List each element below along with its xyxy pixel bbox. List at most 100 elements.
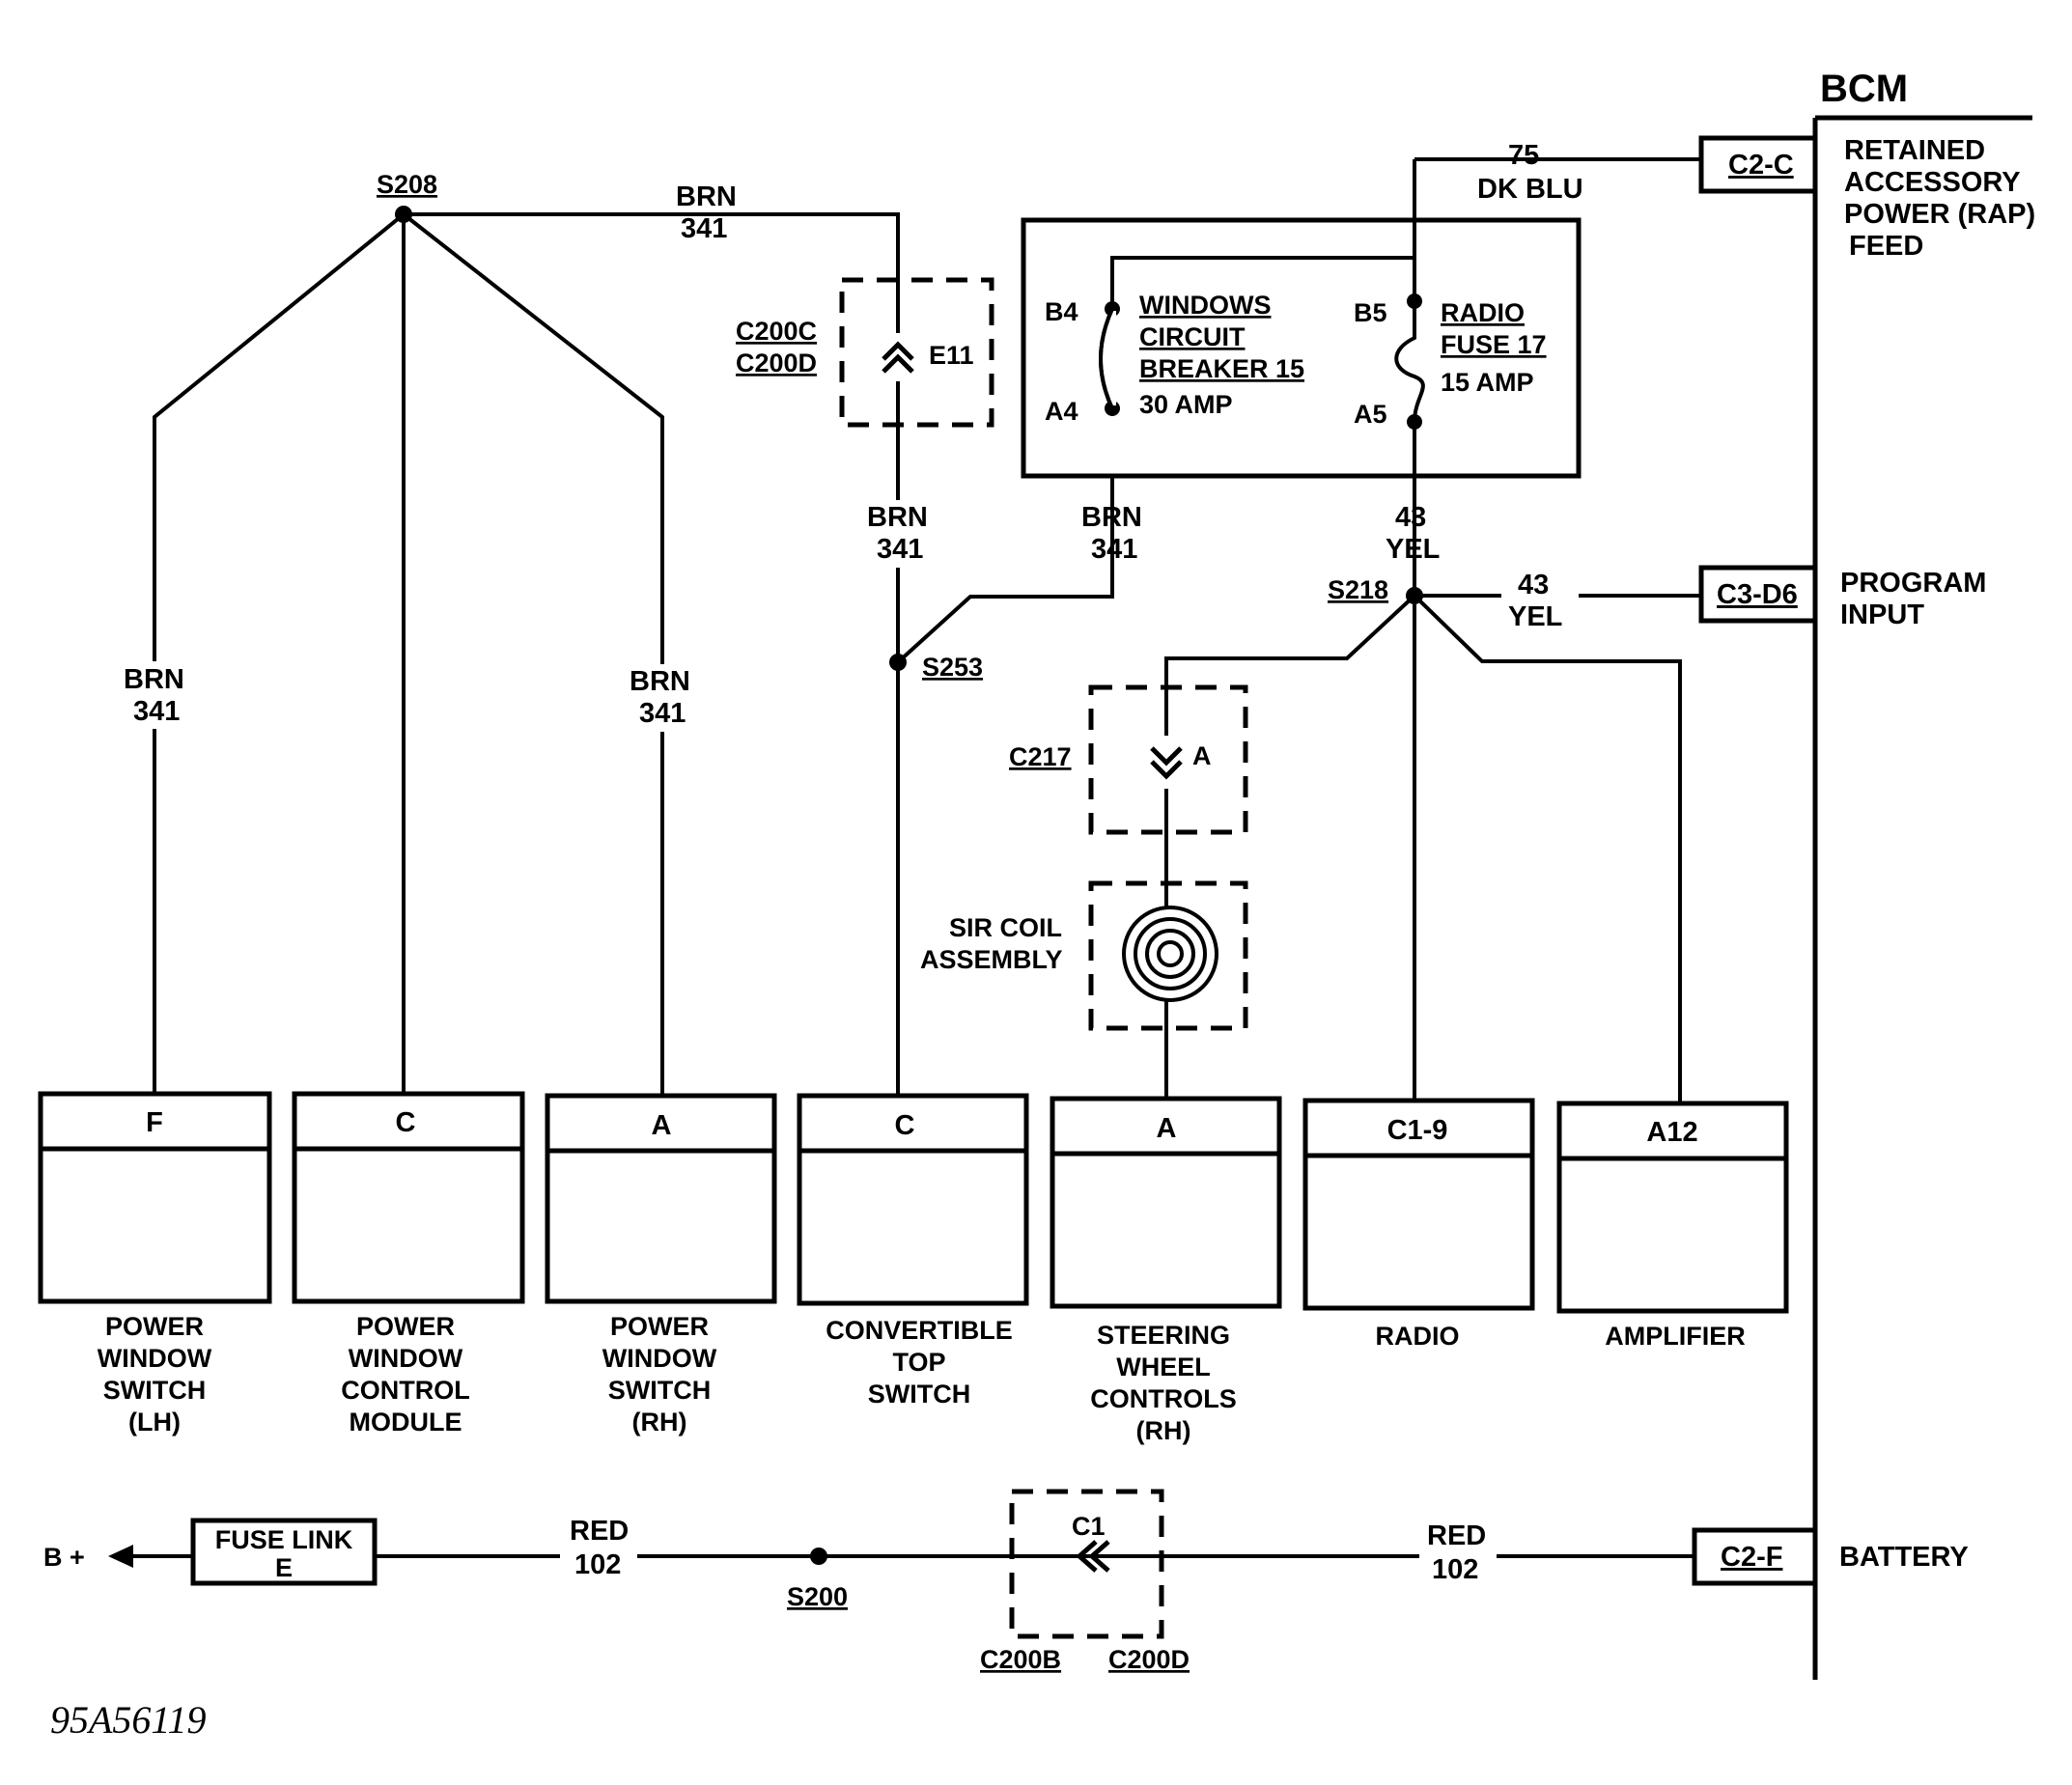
battery-label: BATTERY (1839, 1542, 1969, 1573)
component-name-line: (RH) (1136, 1416, 1191, 1445)
wire-color-top: BRN (676, 181, 737, 212)
breaker-name-1: WINDOWS (1139, 291, 1271, 320)
component-name-line: (LH) (128, 1408, 181, 1436)
pin-a12: A12 (1646, 1117, 1697, 1148)
wire-color-battery-left: RED (570, 1516, 629, 1547)
component-name-line: MODULE (350, 1408, 462, 1436)
s208-network: S208 BRN 341 BRN 341 BRN 341 (121, 170, 900, 1094)
wire-number-program: 43 (1518, 570, 1549, 600)
rap-label-4: FEED (1849, 231, 1923, 262)
figure-id: 95A56119 (50, 1698, 206, 1742)
s253-splice: S253 (889, 407, 1114, 682)
component-name-line: POWER (356, 1312, 455, 1341)
pin-a: A (652, 1110, 672, 1141)
fuse-link-label-2: E (275, 1553, 293, 1582)
breaker-name-2: CIRCUIT (1139, 322, 1246, 351)
fuse-link-e (190, 1518, 378, 1586)
component-name-line: WINDOW (602, 1344, 717, 1373)
component-name-line: AMPLIFIER (1605, 1322, 1746, 1351)
component-name-line: WINDOW (349, 1344, 463, 1373)
fuse-link-label-1: FUSE LINK (215, 1525, 353, 1554)
connector-c2-c (1698, 135, 1818, 194)
component-radio: C1-9 RADIO (1302, 1098, 1535, 1351)
wire-color-rap: DK BLU (1477, 174, 1583, 205)
component-name-line: STEERING (1097, 1321, 1230, 1350)
sir-coil-label-1: SIR COIL (949, 913, 1062, 942)
component-name-line: TOP (892, 1348, 945, 1377)
breaker-pin-b4: B4 (1045, 297, 1078, 326)
component-name-line: CONTROL (341, 1376, 469, 1405)
wire-number-battery-left: 102 (574, 1549, 621, 1580)
wire-color-lh: BRN (124, 664, 184, 695)
wire-number-rh: 341 (639, 698, 686, 729)
battery-circuit: B + FUSE LINK E RED 102 S200 C1 C200B C2… (43, 1489, 1694, 1674)
splice-s208: S208 (377, 170, 437, 199)
terminal-c3-d6: C3-D6 (1717, 579, 1798, 610)
fuse-pin-b5: B5 (1354, 298, 1387, 327)
connector-c3-d6 (1698, 565, 1818, 624)
terminal-c2-c: C2-C (1728, 150, 1794, 181)
component-power-window-control-module: C POWER WINDOW CONTROL MODULE (292, 1091, 525, 1436)
connector-c1 (1009, 1489, 1164, 1639)
rap-label-3: POWER (RAP) (1844, 199, 2035, 230)
wire-color-battery-right: RED (1427, 1520, 1486, 1551)
wire-color-program: YEL (1508, 601, 1562, 632)
component-name-line: SWITCH (608, 1376, 711, 1405)
connector-c217-pin: A (1192, 741, 1212, 770)
breaker-pin-a4: A4 (1045, 397, 1078, 426)
bcm-module: BCM C2-C RETAINED ACCESSORY POWER (RAP) … (1692, 68, 2035, 1680)
wire-number-fuse: 43 (1395, 502, 1426, 533)
wire-number-lh: 341 (133, 696, 180, 727)
component-name-line: CONTROLS (1090, 1384, 1237, 1413)
b-plus-label: B + (43, 1543, 85, 1572)
rap-label-1: RETAINED (1844, 135, 1985, 166)
component-convertible-top-switch: C CONVERTIBLE TOP SWITCH (797, 1093, 1029, 1408)
bcm-title: BCM (1820, 68, 1908, 110)
connector-c200c-label: C200C (736, 317, 817, 346)
breaker-rating: 30 AMP (1139, 390, 1233, 419)
s218-network: S218 43 YEL (1164, 514, 1701, 1103)
component-name-line: RADIO (1376, 1322, 1460, 1351)
wire-number-e11: 341 (877, 534, 923, 565)
connector-e11: E11 C200C C200D (736, 277, 994, 428)
component-steering-wheel-controls-rh: A STEERING WHEEL CONTROLS (RH) (1050, 1028, 1282, 1445)
component-amplifier: A12 AMPLIFIER (1556, 1101, 1789, 1351)
program-label-1: PROGRAM (1840, 568, 1986, 599)
connector-e11-pin: E11 (929, 341, 974, 370)
connector-c200b-label: C200B (980, 1645, 1061, 1674)
program-label-2: INPUT (1840, 600, 1924, 630)
pin-c1-9: C1-9 (1387, 1115, 1448, 1146)
wire-color-e11: BRN (867, 502, 928, 533)
component-power-window-switch-rh: A POWER WINDOW SWITCH (RH) (545, 1093, 777, 1436)
component-name-line: (RH) (632, 1408, 687, 1436)
pin-c: C (396, 1107, 416, 1138)
component-name-line: WHEEL (1116, 1353, 1211, 1381)
connector-c200d-label: C200D (736, 349, 817, 377)
splice-s253: S253 (922, 653, 983, 682)
sir-coil-assembly: SIR COIL ASSEMBLY (920, 880, 1248, 1031)
terminal-c2-f: C2-F (1721, 1542, 1782, 1573)
wire-color-rh: BRN (630, 666, 690, 697)
component-name-line: CONVERTIBLE (826, 1316, 1013, 1345)
component-power-window-switch-lh: F POWER WINDOW SWITCH (LH) (38, 1091, 272, 1436)
splice-s218: S218 (1328, 575, 1388, 604)
component-name-line: POWER (610, 1312, 709, 1341)
rap-label-2: ACCESSORY (1844, 167, 2021, 198)
pin-a: A (1157, 1113, 1177, 1144)
fuse-rating: 15 AMP (1441, 368, 1534, 397)
connector-c1-pin: C1 (1072, 1512, 1106, 1541)
connector-c217: A C217 (1009, 684, 1248, 835)
fuse-pin-a5: A5 (1354, 400, 1387, 429)
component-name-line: POWER (105, 1312, 204, 1341)
pin-c: C (895, 1110, 915, 1141)
connector-c200d-battery-label: C200D (1108, 1645, 1190, 1674)
pin-f: F (146, 1107, 163, 1138)
wire-number-rap: 75 (1508, 140, 1539, 171)
wire-number-breaker: 341 (1091, 534, 1137, 565)
splice-s200: S200 (787, 1582, 848, 1611)
wire-color-breaker: BRN (1081, 502, 1142, 533)
wire-number-top: 341 (681, 213, 727, 244)
component-name-line: WINDOW (98, 1344, 212, 1373)
component-name-line: SWITCH (868, 1380, 970, 1408)
